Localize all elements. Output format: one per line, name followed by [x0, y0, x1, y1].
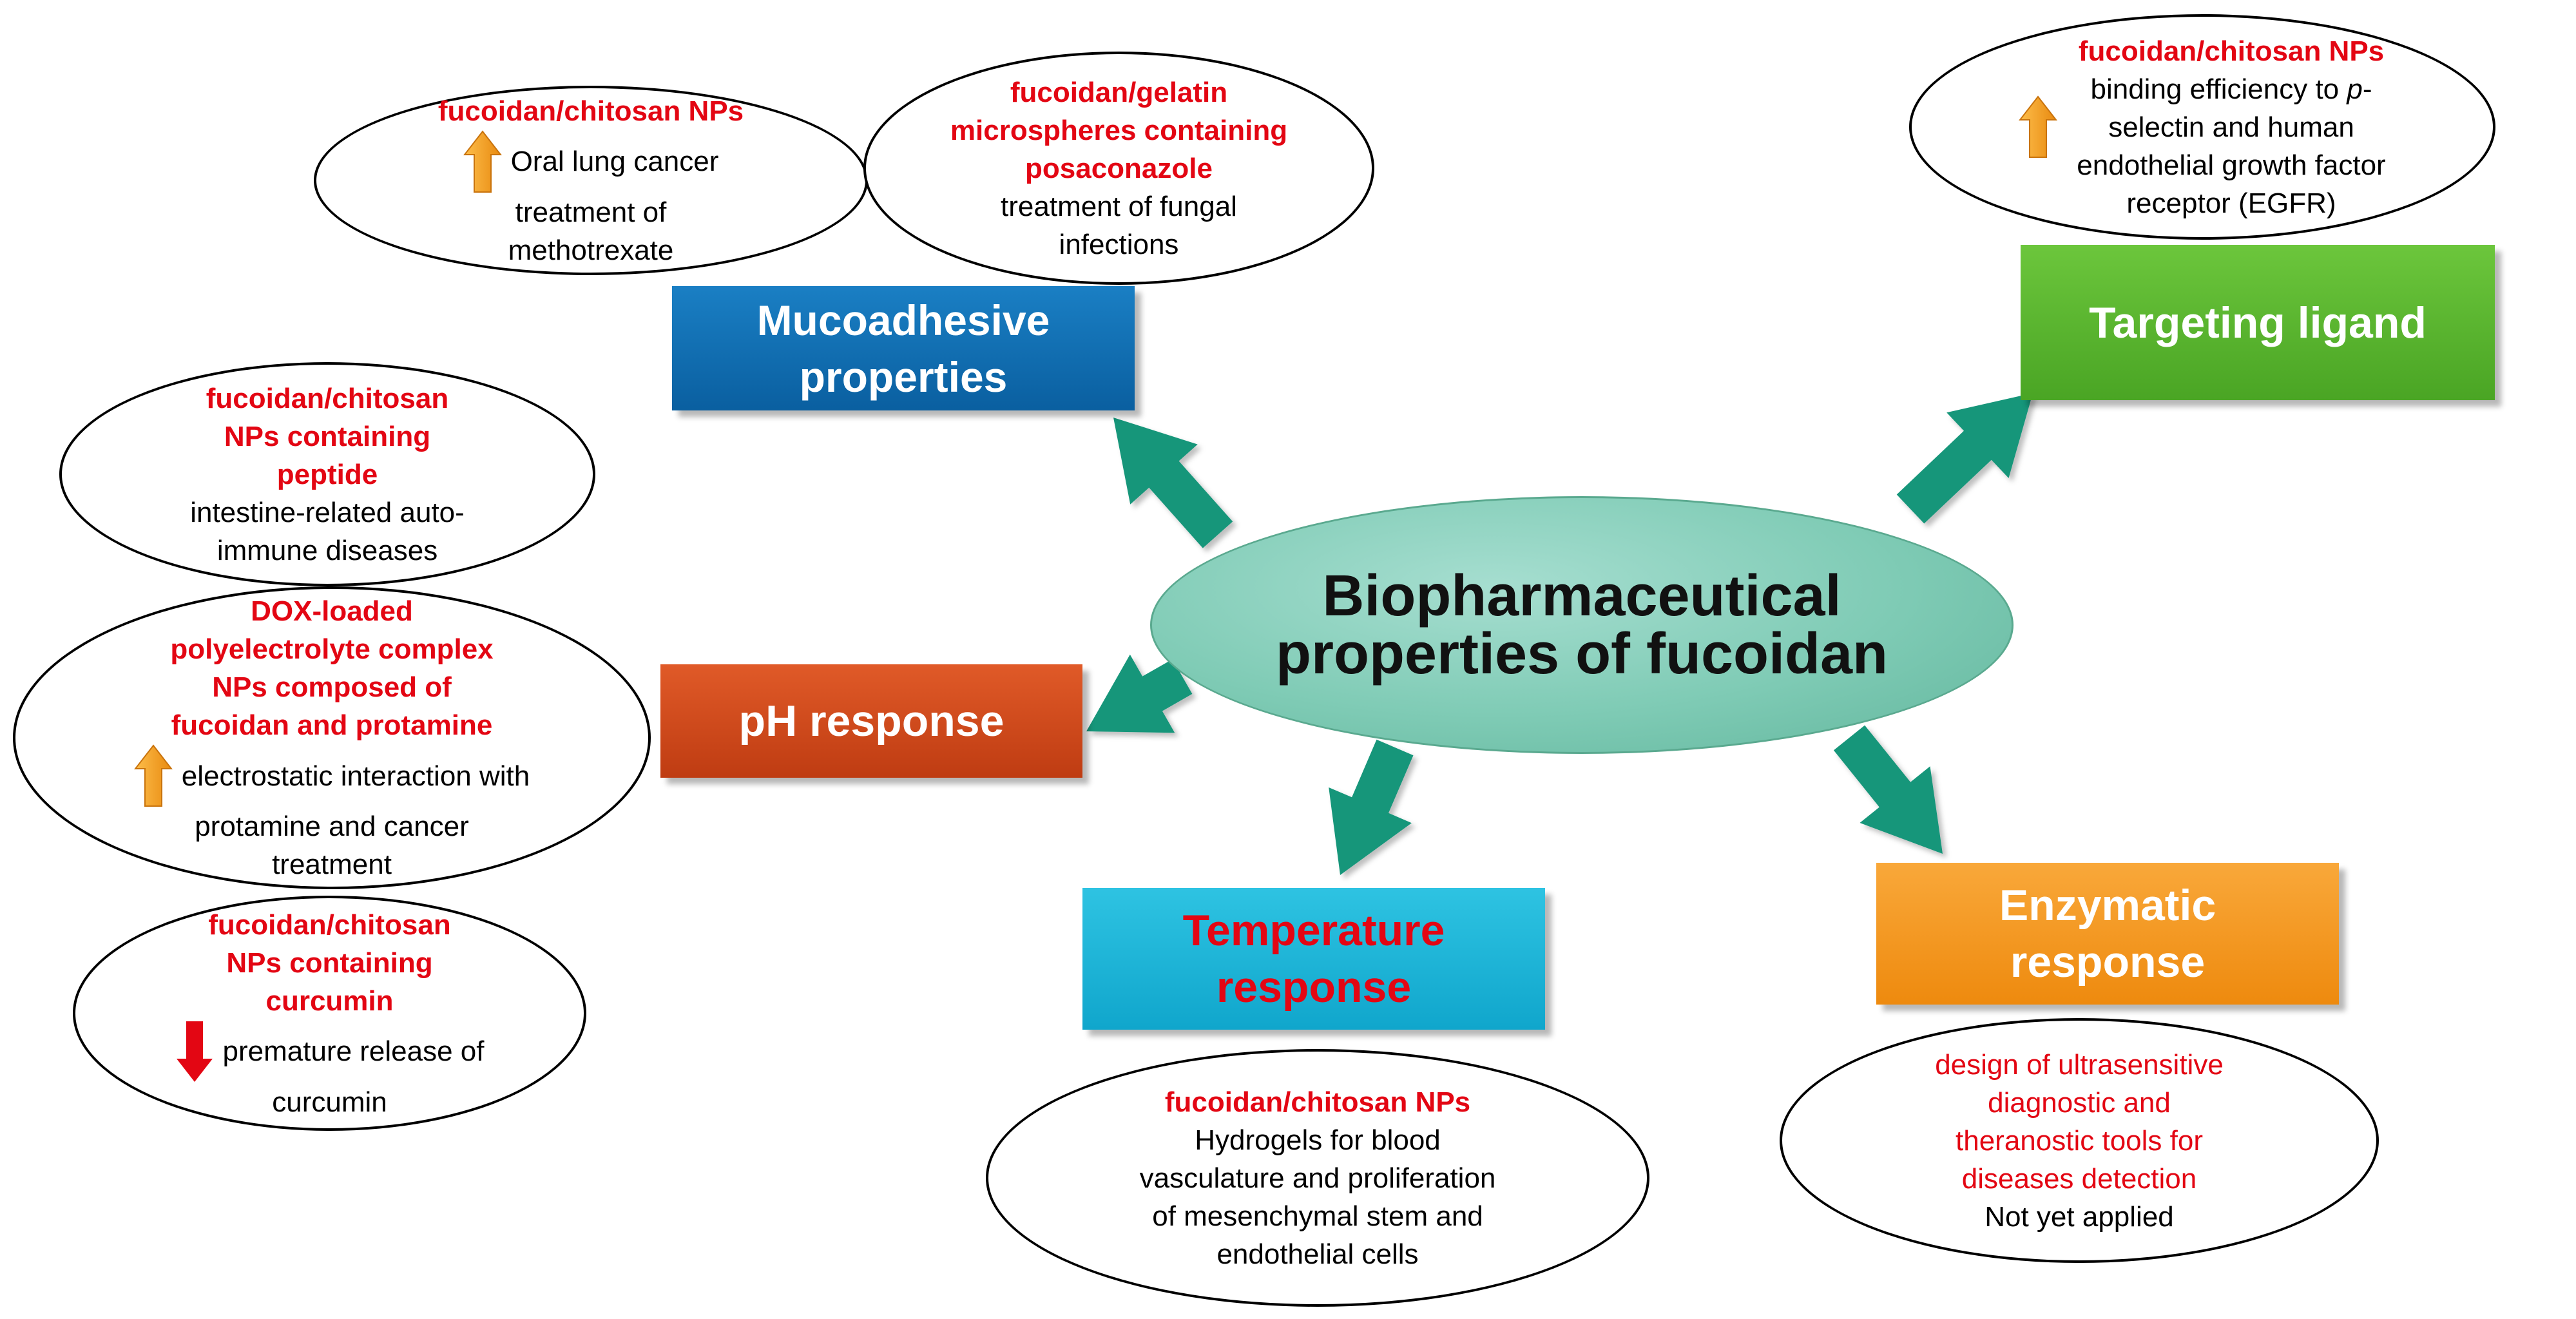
- arrow-to-mucoadhesive: [1113, 418, 1233, 548]
- ph-response-label: pH response: [738, 697, 1004, 746]
- oval-title-line: microspheres containing: [950, 114, 1288, 146]
- oval-line: binding efficiency to p-: [2090, 73, 2372, 105]
- oval-line: treatment: [272, 849, 392, 880]
- oval-red-line: diseases detection: [1961, 1162, 2197, 1195]
- oval-curcumin: fucoidan/chitosan NPs containing curcumi…: [73, 896, 586, 1131]
- arrow-to-ph: [1086, 654, 1193, 733]
- oval-line: premature release of: [222, 1035, 485, 1067]
- oval-title-line: NPs composed of: [212, 671, 452, 703]
- oval-red-line: theranostic tools for: [1956, 1124, 2203, 1157]
- oval-title-line: DOX-loaded: [251, 595, 413, 627]
- oval-targeting-binding: fucoidan/chitosan NPs binding efficiency…: [1909, 14, 2495, 240]
- oval-title-line: fucoidan/chitosan: [208, 909, 451, 941]
- enzymatic-label-line1: Enzymatic: [1999, 881, 2216, 930]
- oval-line: infections: [1059, 228, 1179, 260]
- oval-dox-complex: DOX-loaded polyelectrolyte complex NPs c…: [13, 586, 651, 889]
- mucoadhesive-label-line2: properties: [799, 352, 1008, 401]
- enzymatic-label-line2: response: [2010, 938, 2206, 987]
- oval-line: endothelial cells: [1216, 1238, 1419, 1270]
- oval-title-line: polyelectrolyte complex: [170, 633, 494, 665]
- arrow-to-enzymatic: [1833, 725, 1943, 854]
- central-concept-title: Biopharmaceutical properties of fucoidan: [1275, 564, 1889, 686]
- oval-title-line: NPs containing: [224, 420, 431, 452]
- up-arrow-icon: [133, 744, 173, 807]
- down-arrow-icon: [176, 1021, 213, 1082]
- oval-line: immune diseases: [216, 534, 438, 566]
- oval-title: fucoidan/chitosan NPs: [437, 95, 744, 127]
- oval-line: Hydrogels for blood: [1195, 1124, 1441, 1156]
- arrow-to-targeting: [1896, 393, 2033, 524]
- oval-temperature-hydrogels: fucoidan/chitosan NPs Hydrogels for bloo…: [986, 1049, 1649, 1307]
- oval-title-line: curcumin: [265, 985, 394, 1017]
- oval-line: Oral lung cancer: [510, 146, 719, 177]
- ph-response-box: pH response: [660, 664, 1082, 778]
- oval-oral-lung-cancer: fucoidan/chitosan NPs Oral lung cancer t…: [314, 86, 868, 275]
- oval-title-line: fucoidan/gelatin: [1010, 76, 1228, 108]
- oval-title-line: posaconazole: [1025, 152, 1213, 184]
- temperature-label-line2: response: [1216, 963, 1412, 1012]
- oval-peptide: fucoidan/chitosan NPs containing peptide…: [59, 362, 595, 586]
- mucoadhesive-label-line1: Mucoadhesive: [756, 296, 1050, 344]
- temperature-label-line1: Temperature: [1182, 906, 1445, 955]
- oval-gelatin-microspheres: fucoidan/gelatin microspheres containing…: [863, 52, 1374, 285]
- oval-line: protamine and cancer: [195, 811, 469, 842]
- up-arrow-icon: [463, 130, 502, 193]
- oval-title-line: NPs containing: [226, 947, 433, 979]
- targeting-label: Targeting ligand: [2089, 298, 2427, 347]
- oval-line: selectin and human: [2108, 111, 2354, 143]
- oval-line: of mesenchymal stem and: [1152, 1200, 1483, 1232]
- oval-line: methotrexate: [508, 234, 674, 266]
- oval-line: intestine-related auto-: [190, 496, 465, 528]
- temperature-response-box: Temperature response: [1082, 888, 1545, 1030]
- up-arrow-icon: [2019, 95, 2058, 158]
- oval-line: curcumin: [272, 1086, 387, 1118]
- oval-line: Not yet applied: [1985, 1200, 2174, 1233]
- oval-enzymatic-diagnostics: design of ultrasensitive diagnostic and …: [1780, 1018, 2379, 1263]
- oval-red-line: diagnostic and: [1988, 1086, 2171, 1119]
- enzymatic-response-box: Enzymatic response: [1876, 863, 2339, 1005]
- central-concept-ellipse: Biopharmaceutical properties of fucoidan: [1150, 496, 2014, 754]
- oval-red-line: design of ultrasensitive: [1935, 1048, 2224, 1081]
- mucoadhesive-properties-box: Mucoadhesive properties: [672, 286, 1135, 410]
- oval-title-line: fucoidan and protamine: [171, 709, 493, 741]
- oval-line: vasculature and proliferation: [1139, 1162, 1496, 1194]
- oval-line: treatment of: [515, 196, 667, 228]
- oval-line: treatment of fungal: [1001, 190, 1237, 222]
- oval-title: fucoidan/chitosan NPs: [1164, 1086, 1471, 1118]
- oval-line: endothelial growth factor: [2077, 149, 2386, 181]
- oval-title-line: fucoidan/chitosan: [206, 382, 449, 414]
- oval-line: electrostatic interaction with: [181, 760, 530, 792]
- arrow-to-temperature: [1329, 739, 1414, 875]
- targeting-ligand-box: Targeting ligand: [2021, 245, 2495, 400]
- oval-title-line: peptide: [276, 458, 378, 490]
- oval-title: fucoidan/chitosan NPs: [2078, 35, 2385, 67]
- oval-line: receptor (EGFR): [2126, 187, 2336, 219]
